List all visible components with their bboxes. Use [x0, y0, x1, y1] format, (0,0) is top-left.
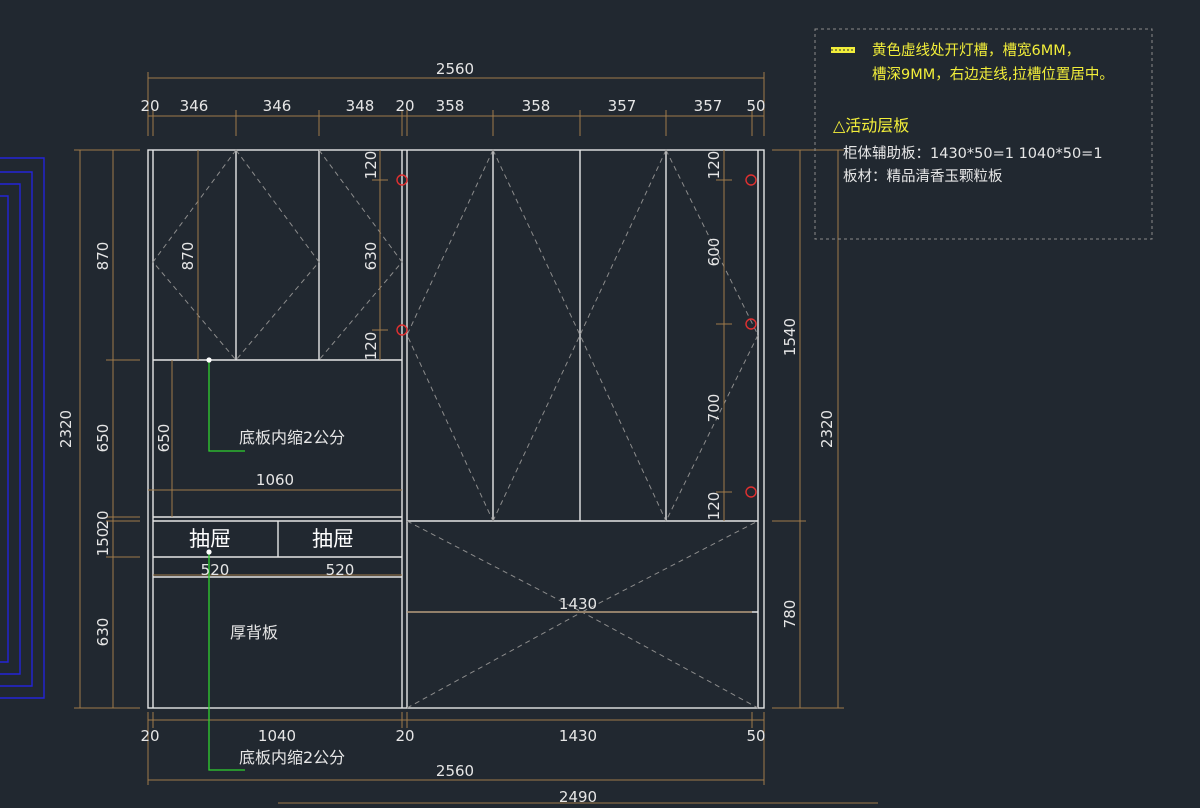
dim-left-seg-3: 20 — [94, 510, 112, 529]
dim-top-seg-1: 20 — [140, 97, 159, 115]
dim-left-seg-1: 870 — [94, 242, 112, 271]
dim-bottom-seg-3: 20 — [395, 727, 414, 745]
dim-top-seg-3: 346 — [263, 97, 292, 115]
dim-left-total: 2320 — [57, 410, 75, 448]
dim-right-mid1: 600 — [705, 238, 723, 267]
left-blue-outline — [0, 157, 45, 699]
note-yellow-line-1: 黄色虚线处开灯槽，槽宽6MM， — [872, 42, 1080, 59]
dim-right-bottom-gap: 120 — [705, 492, 723, 521]
dim-open-height: 650 — [155, 424, 173, 453]
dim-top-seg-4: 348 — [346, 97, 375, 115]
dim-drawer-left-width: 520 — [201, 561, 230, 579]
dim-left-seg-4: 150 — [94, 528, 112, 557]
dim-bottom-seg-1: 20 — [140, 727, 159, 745]
dim-bottom-seg-2: 1040 — [258, 727, 296, 745]
dim-top-seg-10: 50 — [746, 97, 765, 115]
label-floor-inset-bottom: 底板内缩2公分 — [239, 748, 345, 767]
dimension-lines — [74, 72, 878, 804]
dim-upper-left-height: 870 — [179, 242, 197, 271]
dim-open-width: 1060 — [256, 471, 294, 489]
dim-right-seg-2: 780 — [781, 600, 799, 629]
leader-lines — [206, 357, 245, 771]
dim-bottom-total: 2560 — [436, 762, 474, 780]
dim-door-bottom-gap: 120 — [362, 332, 380, 361]
note-shelf-title: △活动层板 — [833, 116, 909, 135]
dim-left-seg-5: 630 — [94, 618, 112, 647]
dim-top-seg-8: 357 — [608, 97, 637, 115]
dim-top-total: 2560 — [436, 60, 474, 78]
dim-top-seg-6: 358 — [436, 97, 465, 115]
label-drawer-left: 抽屉 — [189, 527, 231, 551]
dim-right-top-gap: 120 — [705, 151, 723, 180]
dim-lower-right-width: 1430 — [559, 595, 597, 613]
dim-top-seg-7: 358 — [522, 97, 551, 115]
dim-right-total: 2320 — [818, 410, 836, 448]
dim-top-seg-5: 20 — [395, 97, 414, 115]
note-yellow-line-2: 槽深9MM，右边走线,拉槽位置居中。 — [872, 66, 1114, 83]
note-aux-board: 柜体辅助板：1430*50=1 1040*50=1 — [843, 144, 1103, 162]
dim-top-seg-2: 346 — [180, 97, 209, 115]
note-material: 板材：精品清香玉颗粒板 — [843, 167, 1003, 185]
dim-top-seg-9: 357 — [694, 97, 723, 115]
door-swing-lines — [152, 149, 759, 709]
label-thick-back: 厚背板 — [230, 623, 278, 642]
dim-bottom-overall: 2490 — [559, 788, 597, 806]
hinge-markers — [396, 174, 757, 498]
dim-right-seg-1: 1540 — [781, 318, 799, 356]
dim-right-mid2: 700 — [705, 394, 723, 423]
label-drawer-right: 抽屉 — [312, 527, 354, 551]
dim-door-top-gap: 120 — [362, 151, 380, 180]
dim-door-mid: 630 — [362, 242, 380, 271]
dim-drawer-right-width: 520 — [326, 561, 355, 579]
label-floor-inset-top: 底板内缩2公分 — [239, 428, 345, 447]
notes-box: 黄色虚线处开灯槽，槽宽6MM， 槽深9MM，右边走线,拉槽位置居中。 △活动层板… — [814, 28, 1153, 240]
dim-left-seg-2: 650 — [94, 424, 112, 453]
dim-bottom-seg-5: 50 — [746, 727, 765, 745]
dim-bottom-seg-4: 1430 — [559, 727, 597, 745]
